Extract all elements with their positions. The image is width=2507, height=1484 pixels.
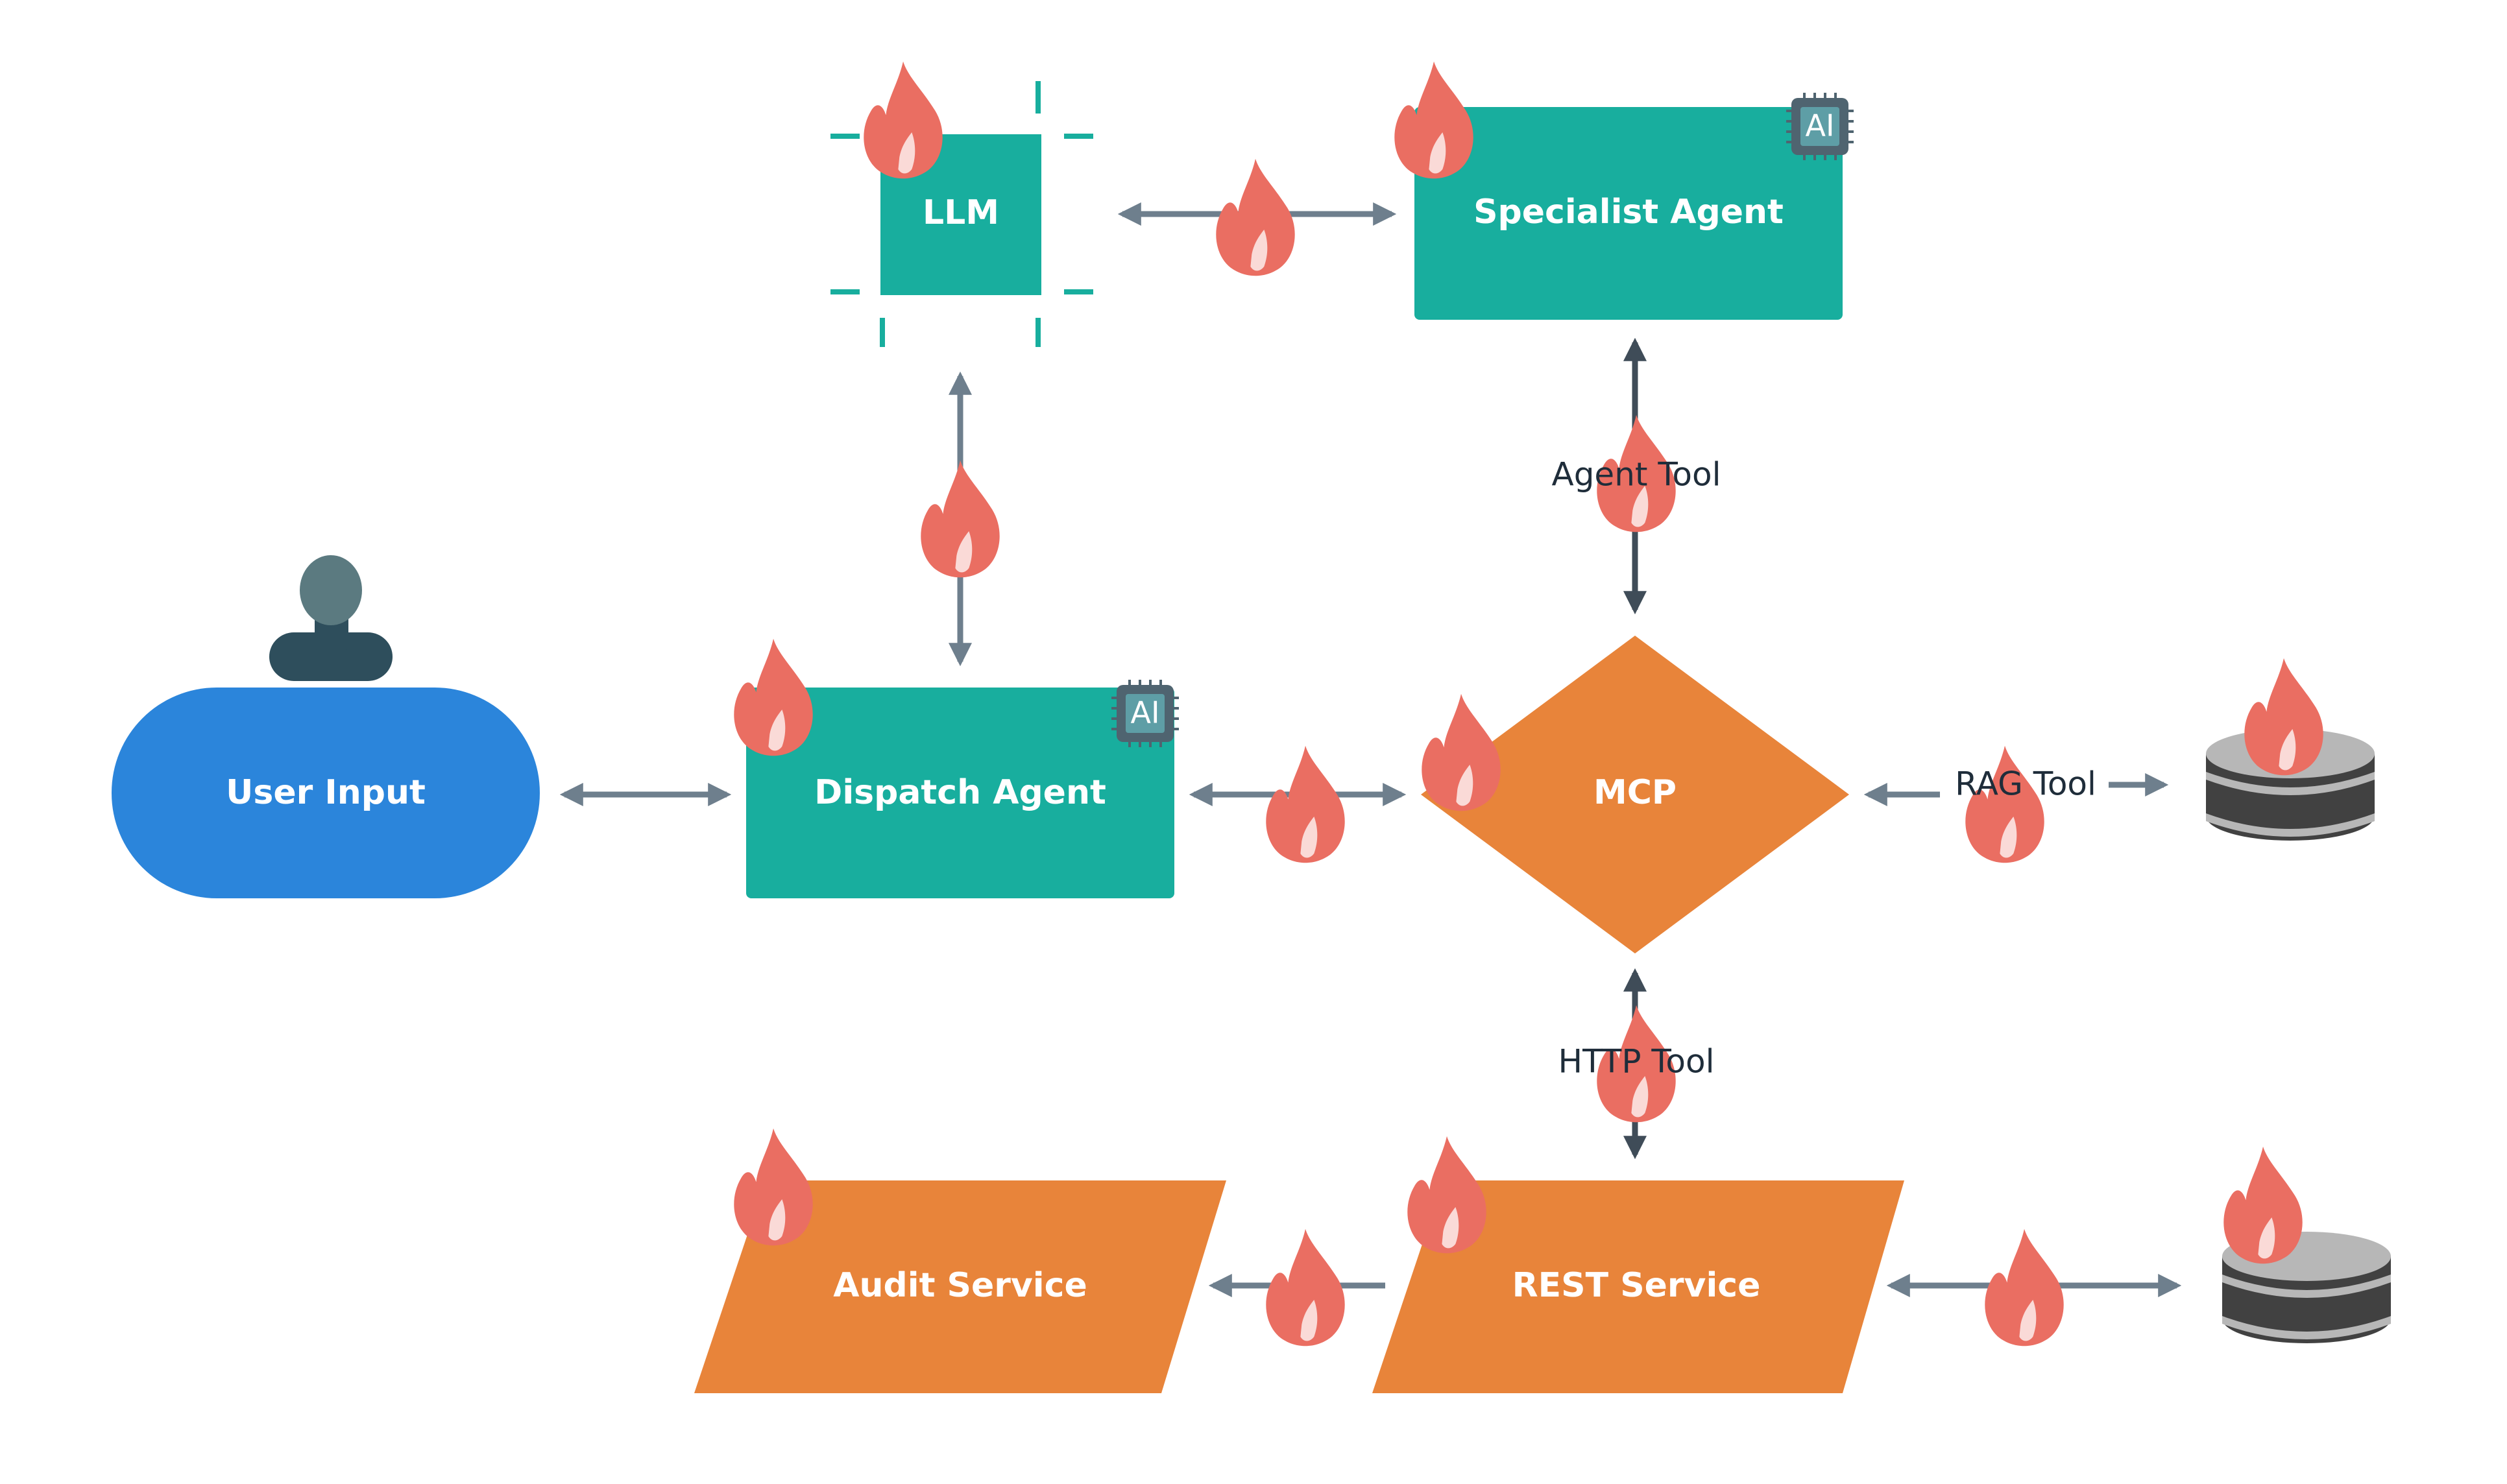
ai-chip-label: AI — [1130, 695, 1159, 730]
dispatch-agent-label: Dispatch Agent — [814, 773, 1106, 812]
agent-tool-label: Agent Tool — [1551, 456, 1721, 494]
flame-icon — [2223, 1146, 2303, 1264]
focus-bracket-icon — [830, 81, 1093, 347]
flame-icon — [1985, 1228, 2064, 1346]
flame-icon — [921, 460, 1000, 578]
llm-label: LLM — [923, 193, 999, 232]
user-icon — [269, 555, 393, 681]
dispatch-agent-node[interactable]: Dispatch Agent AI — [746, 678, 1180, 898]
specialist-agent-label: Specialist Agent — [1473, 193, 1784, 232]
flame-icon — [734, 1128, 813, 1246]
specialist-agent-shape — [1414, 107, 1843, 320]
flame-icon — [734, 638, 813, 756]
ai-chip-icon: AI — [1785, 91, 1855, 162]
user-input-shape — [112, 688, 540, 898]
rest-service-label: REST Service — [1512, 1266, 1761, 1305]
rag-tool-label: RAG Tool — [1955, 765, 2096, 803]
mcp-node[interactable]: MCP — [1421, 636, 1849, 953]
flame-icon — [1422, 693, 1501, 811]
dispatch-agent-shape — [746, 688, 1174, 898]
user-input-label: User Input — [226, 773, 426, 812]
flame-icon — [1394, 61, 1473, 179]
flame-icon — [1266, 745, 1345, 863]
ai-chip-icon: AI — [1110, 678, 1180, 748]
audit-service-node[interactable]: Audit Service — [694, 1180, 1226, 1393]
http-tool-label: HTTP Tool — [1558, 1043, 1715, 1081]
audit-service-shape — [694, 1180, 1226, 1393]
rest-service-shape — [1372, 1180, 1904, 1393]
flame-icon — [1407, 1136, 1486, 1254]
mcp-label: MCP — [1593, 773, 1677, 812]
audit-service-label: Audit Service — [833, 1266, 1087, 1305]
ai-chip-label: AI — [1805, 108, 1834, 143]
flame-icon — [864, 61, 943, 179]
flame-icon — [2244, 658, 2323, 776]
rest-service-node[interactable]: REST Service — [1372, 1180, 1904, 1393]
mcp-shape — [1421, 636, 1849, 953]
user-input-node[interactable]: User Input — [112, 555, 540, 898]
specialist-agent-node[interactable]: Specialist Agent AI — [1414, 91, 1855, 320]
flame-icon — [1266, 1228, 1345, 1346]
flame-icon — [1965, 745, 2044, 863]
flame-icon — [1216, 158, 1295, 276]
